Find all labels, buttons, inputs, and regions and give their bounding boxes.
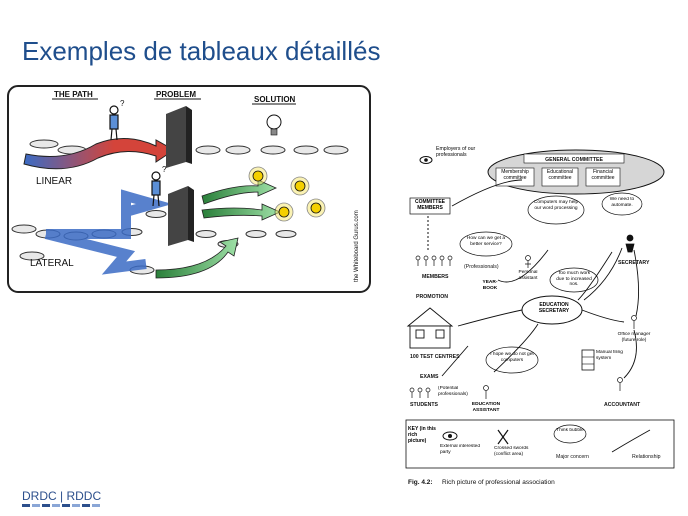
person-icon [109, 105, 119, 141]
think-bubble [485, 346, 539, 374]
key-external-label: External interested party [440, 444, 480, 455]
glowing-lightbulbs-icon [248, 166, 326, 222]
rich-picture-diagram: Employers of our professionals GENERAL C… [405, 146, 675, 486]
key-box [405, 419, 675, 469]
key-bubble-label: Think bubble [556, 428, 584, 433]
path-label: THE PATH [54, 90, 93, 99]
education-secretary-label: EDUCATION SECRETARY [538, 302, 570, 314]
members-label: MEMBERS [422, 274, 449, 280]
computers-help-label: Computers may help our word processing [533, 200, 579, 211]
education-assistant-label: EDUCATION ASSISTANT [471, 402, 501, 413]
key-concern-label: Major concern [556, 454, 589, 460]
caption-prefix: Fig. 4.2: [408, 479, 433, 486]
education-assistant-icon [483, 385, 489, 399]
test-centres-label: 100 TEST CENTRES [410, 354, 460, 360]
key-swords-label: Crossed swords (conflict area) [494, 446, 529, 457]
green-arrow-2 [201, 203, 281, 221]
linear-arrow [23, 138, 175, 170]
think-bubble [527, 195, 585, 225]
secretary-label: SECRETARY [618, 260, 650, 266]
manual-filing-label: Manual filing system [596, 350, 623, 361]
think-bubble [549, 267, 599, 293]
members-figures-icon [415, 255, 453, 266]
svg-text:?: ? [162, 165, 167, 174]
exams-label: EXAMS [420, 374, 439, 380]
lateral-thinking-cartoon: THE PATH PROBLEM SOLUTION ? LINEAR [7, 85, 371, 293]
office-manager-label: Office manager (future role) [617, 332, 651, 343]
think-bubble [601, 192, 643, 216]
need-automate-label: We need to automate. [609, 197, 635, 208]
employers-label: Employers of our professionals [436, 146, 476, 158]
linear-label: LINEAR [36, 176, 72, 187]
potential-professionals-label: (Potential professionals) [438, 386, 468, 397]
students-figures-icon [409, 387, 431, 398]
personal-assistant-icon [525, 255, 531, 268]
better-service-label: How can we get a better service? [466, 236, 506, 247]
lateral-arrows-blue [44, 189, 173, 275]
promotion-label: PROMOTION [416, 294, 448, 300]
yearbook-label: YEAR-BOOK [482, 280, 498, 291]
green-arrow-3 [155, 237, 239, 279]
relationship-arrows [441, 179, 640, 379]
key-relationship-label: Relationship [632, 454, 661, 460]
financial-committee: Financial committee [591, 169, 615, 181]
educational-committee: Educational committee [546, 169, 574, 181]
green-arrow-1 [201, 179, 277, 205]
wall-icon [166, 106, 192, 168]
think-bubble [459, 231, 513, 257]
accountant-label: ACCOUNTANT [604, 402, 641, 408]
caption-text: Rich picture of professional association [442, 479, 555, 486]
crossed-swords-icon [497, 429, 509, 445]
students-label: STUDENTS [410, 402, 438, 408]
relationship-arrow-icon [611, 429, 651, 453]
drdc-logo: DRDC | RDDC [22, 489, 101, 507]
problem-label: PROBLEM [156, 90, 196, 99]
think-bubble [553, 424, 587, 444]
person-icon [151, 171, 161, 207]
secretary-icon [625, 234, 635, 253]
lightbulb-icon [266, 114, 282, 136]
wall-icon [168, 186, 194, 246]
accountant-icon [617, 377, 623, 391]
lateral-label: LATERAL [30, 258, 74, 269]
general-committee-label: GENERAL COMMITTEE [545, 157, 603, 163]
committee-members-box: COMMITTEE MEMBERS [415, 199, 445, 211]
svg-text:DRDC | RDDC: DRDC | RDDC [22, 489, 101, 503]
office-manager-icon [631, 315, 637, 329]
professionals-label: (Professionals) [464, 264, 499, 270]
solution-label: SOLUTION [254, 95, 296, 104]
key-title: KEY (in this rich picture) [408, 426, 436, 444]
cartoon-signature: the Whiteboard Gurus.com [354, 210, 360, 282]
question-mark: ? [120, 99, 125, 108]
hope-computers-label: I hope we do not get computers [490, 352, 534, 363]
slide-title: Exemples de tableaux détaillés [22, 36, 381, 66]
filing-cabinet-icon [581, 349, 595, 371]
test-centres-house-icon [406, 307, 454, 349]
too-much-work-label: Too much work due to increased nos. [556, 271, 592, 287]
membership-committee: Membership committee [501, 169, 529, 181]
